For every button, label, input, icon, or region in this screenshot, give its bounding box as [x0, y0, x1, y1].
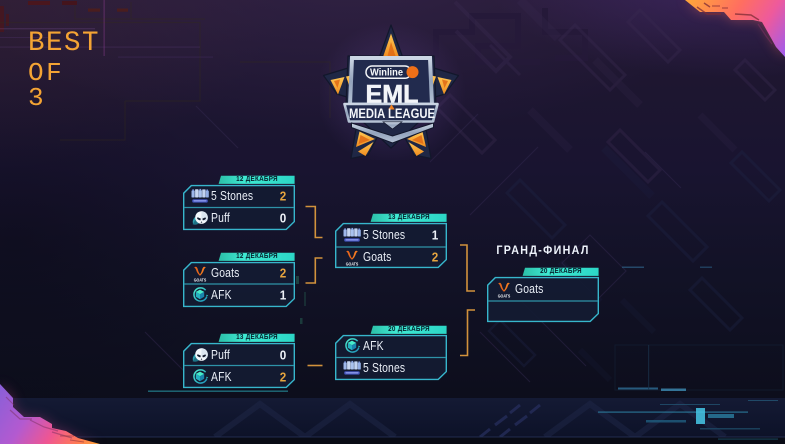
svg-text:MEDIA LEAGUE: MEDIA LEAGUE	[349, 106, 435, 121]
svg-text:GOATS: GOATS	[194, 277, 207, 282]
svg-text:GOATS: GOATS	[346, 261, 359, 266]
svg-text:GOATS: GOATS	[497, 293, 510, 298]
svg-text:Winline: Winline	[370, 68, 403, 79]
svg-text:EML: EML	[366, 81, 419, 109]
